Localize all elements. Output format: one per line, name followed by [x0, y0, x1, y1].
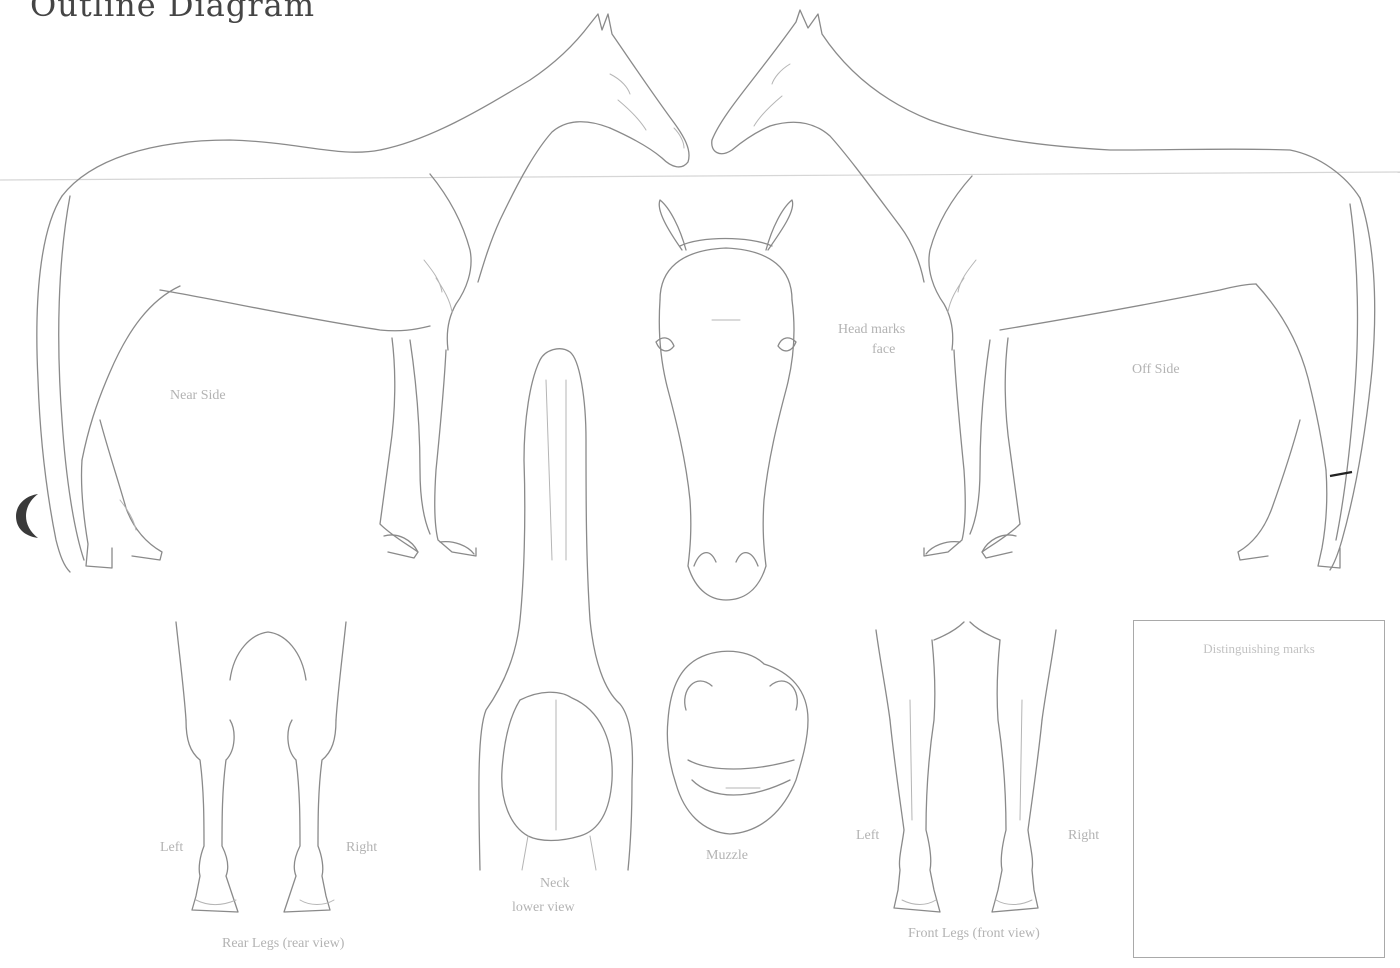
neck-label: Neck	[540, 876, 570, 892]
distinguishing-marks-box: Distinguishing marks	[1133, 620, 1385, 958]
muzzle-outline	[667, 651, 808, 834]
neck-sub-label: lower view	[512, 900, 575, 916]
leg-marking	[1330, 472, 1352, 476]
rear-left-label: Left	[160, 840, 183, 856]
near-side-horse-outline	[37, 14, 689, 572]
rear-legs-caption: Rear Legs (rear view)	[222, 936, 344, 952]
face-marks-label: Head marks	[838, 322, 905, 338]
front-left-label: Left	[856, 828, 879, 844]
neck-lower-view-outline	[479, 349, 633, 870]
front-right-label: Right	[1068, 828, 1099, 844]
off-side-label: Off Side	[1132, 362, 1180, 378]
rear-right-label: Right	[346, 840, 377, 856]
registration-mark	[12, 492, 46, 540]
muzzle-label: Muzzle	[706, 848, 748, 864]
off-side-horse-outline	[712, 10, 1375, 570]
front-legs-caption: Front Legs (front view)	[908, 926, 1040, 942]
rear-legs-outline	[176, 622, 346, 912]
page-rule	[0, 172, 1400, 180]
face-sub-label: face	[872, 342, 895, 358]
head-front-view-outline	[656, 200, 796, 600]
front-legs-outline	[876, 622, 1056, 912]
near-side-label: Near Side	[170, 388, 226, 404]
distinguishing-marks-title: Distinguishing marks	[1134, 641, 1384, 657]
